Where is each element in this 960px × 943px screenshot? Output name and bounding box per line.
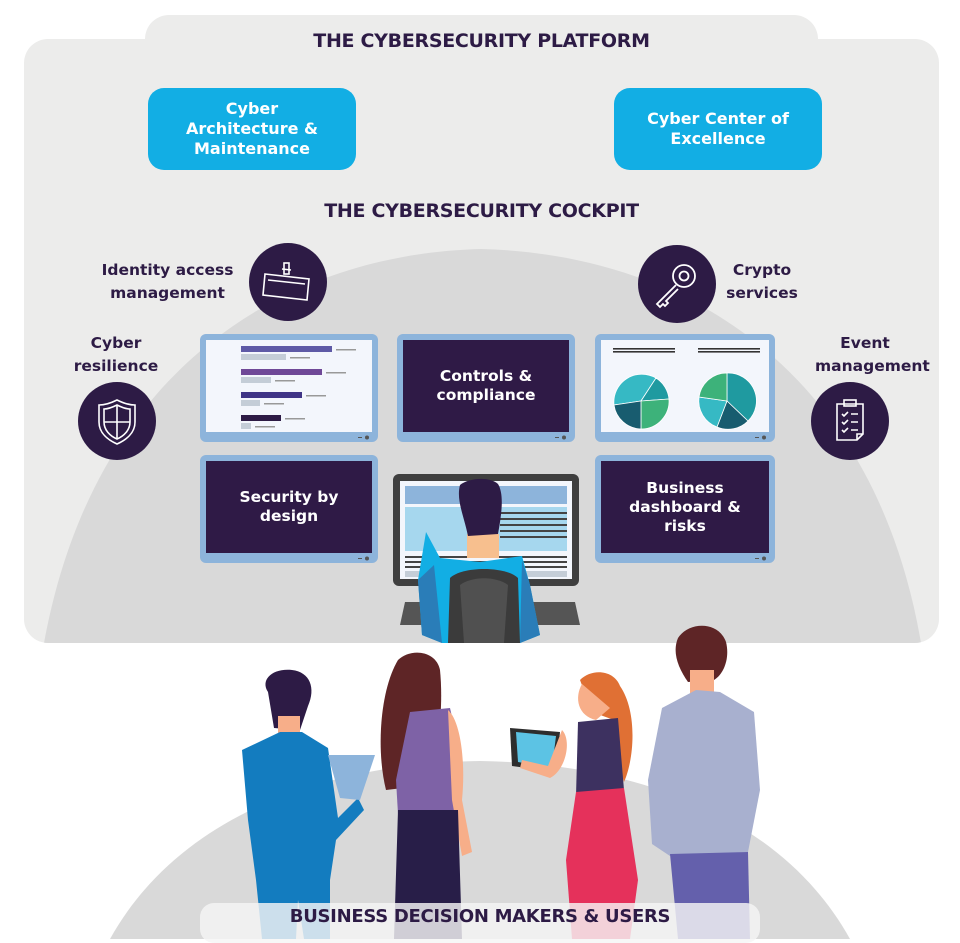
screen-label-line: dashboard &	[629, 497, 741, 516]
box-label-line: Excellence	[670, 129, 766, 148]
label-line: Crypto	[732, 261, 792, 279]
label-line: Identity access	[101, 261, 234, 279]
box-label-line: Cyber Center of	[647, 109, 789, 128]
identity-access-circle	[249, 243, 327, 321]
crypto-services-label: Crypto services	[722, 259, 802, 305]
screen-label-line: compliance	[436, 386, 536, 404]
controls-compliance-screen: Controls & compliance	[397, 334, 575, 442]
event-management-circle	[811, 382, 889, 460]
identity-access-label: Identity access management	[95, 259, 240, 305]
bar-chart-screen	[200, 334, 378, 442]
screen-label-line: design	[259, 507, 319, 525]
pie-charts-screen	[595, 334, 775, 442]
screen-label-line: Security by	[239, 488, 339, 506]
pie-charts-graphic	[613, 348, 760, 430]
label-line: management	[815, 357, 930, 375]
cyber-center-of-excellence-box: Cyber Center of Excellence	[614, 88, 822, 170]
footer-band	[200, 903, 760, 943]
screen-button-icon	[358, 556, 369, 561]
label-line: management	[110, 284, 225, 302]
cyber-resilience-circle	[78, 382, 156, 460]
label-line: services	[726, 284, 798, 302]
screen-label-line: risks	[664, 516, 706, 535]
cyber-resilience-label: Cyber resilience	[66, 332, 166, 378]
key-icon	[655, 264, 696, 309]
box-label-line: Cyber	[225, 99, 279, 118]
box-label-line: Architecture &	[186, 119, 318, 138]
users-title: BUSINESS DECISION MAKERS & USERS	[289, 906, 671, 927]
platform-title: THE CYBERSECURITY PLATFORM	[313, 30, 650, 52]
shield-icon	[98, 399, 136, 445]
cockpit-title: THE CYBERSECURITY COCKPIT	[324, 200, 639, 222]
screen-button-icon	[555, 435, 566, 440]
event-management-label: Event management	[815, 332, 930, 378]
label-line: resilience	[73, 357, 159, 375]
label-line: Event	[840, 334, 890, 352]
cyber-architecture-box: Cyber Architecture & Maintenance	[148, 88, 356, 170]
label-line: Cyber	[90, 334, 142, 352]
security-by-design-screen: Security by design	[200, 455, 378, 563]
crypto-services-circle	[638, 245, 716, 323]
screen-button-icon	[755, 435, 766, 440]
screen-label-line: Controls &	[439, 367, 533, 385]
business-dashboard-screen: Business dashboard & risks	[595, 455, 775, 563]
id-badge-icon	[262, 262, 310, 301]
screen-button-icon	[755, 556, 766, 561]
checklist-icon	[836, 399, 864, 441]
bar-chart-graphic	[241, 346, 356, 429]
screen-label-line: Business	[646, 478, 724, 497]
screen-button-icon	[358, 435, 369, 440]
operator-illustration	[393, 474, 580, 643]
box-label-line: Maintenance	[193, 139, 310, 158]
business-users-illustration	[242, 625, 760, 939]
